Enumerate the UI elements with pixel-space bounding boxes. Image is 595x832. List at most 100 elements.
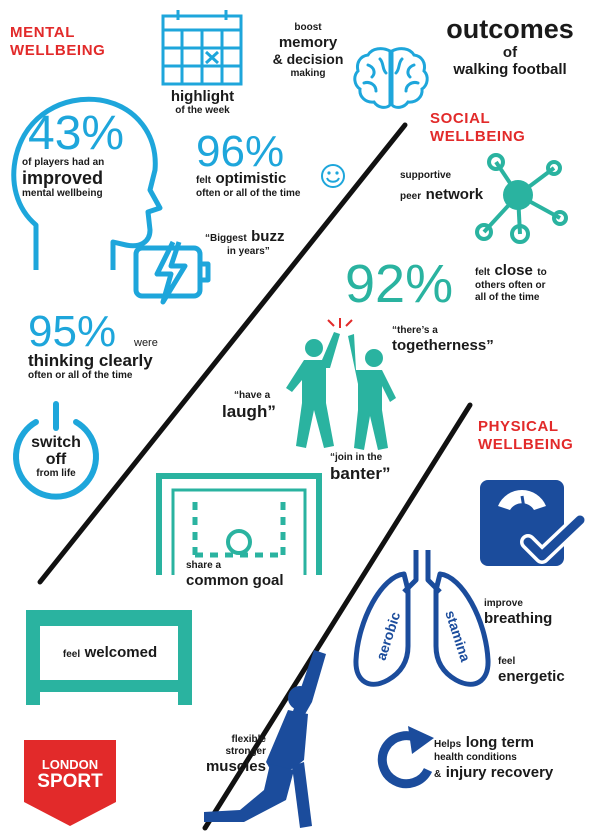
muscles-line3: muscles <box>205 758 266 775</box>
divider-line-left <box>37 122 408 585</box>
network-word: network <box>425 186 484 203</box>
optimistic-line2: often or all of the time <box>196 188 301 199</box>
clearly-were: were <box>134 337 158 349</box>
laugh-line2: laugh” <box>222 402 276 421</box>
buzz-word: buzz <box>251 228 285 245</box>
optimistic-percent: 96% <box>196 127 285 176</box>
togetherness-line2: togetherness” <box>392 337 494 354</box>
recovery-arrow-icon <box>377 726 434 789</box>
boost-line1: boost <box>294 22 322 33</box>
energetic-line1: feel <box>498 656 516 667</box>
longterm-amp: & <box>434 769 442 780</box>
lungs-icon <box>353 550 491 687</box>
close-text: felt close to others often or all of the… <box>475 262 595 304</box>
improved-line2: improved <box>22 168 104 188</box>
improved-line1: of players had an <box>22 157 105 168</box>
network-pre: peer <box>400 191 422 202</box>
physical-heading: PHYSICAL WELLBEING <box>478 418 573 454</box>
goal-icon <box>156 473 322 575</box>
longterm-line2: health conditions <box>434 752 517 763</box>
switch-line2: off <box>45 451 67 468</box>
network-icon <box>475 153 568 244</box>
boost-line3: & decision <box>272 51 344 67</box>
title-line3: walking football <box>453 61 567 78</box>
network-line1: supportive <box>400 170 452 181</box>
banter-line1: “join in the <box>330 452 383 463</box>
long-term-text: Helps long term health conditions & inju… <box>434 734 594 782</box>
close-to: to <box>537 267 547 278</box>
logo-line1: LONDON <box>41 757 99 772</box>
close-percent: 92% <box>345 254 454 314</box>
breathing-text: improve breathing <box>484 598 589 627</box>
smiley-icon <box>321 164 345 188</box>
mental-heading-line2: WELLBEING <box>10 42 106 59</box>
breathing-line1: improve <box>484 598 523 609</box>
close-line2: others often or <box>475 280 546 291</box>
power-icon <box>13 401 99 500</box>
battery-icon <box>133 240 211 305</box>
improved-line3: mental wellbeing <box>22 188 103 199</box>
boost-line2: memory <box>278 34 338 51</box>
longterm-line3: injury recovery <box>445 764 554 781</box>
optimistic-prefix: felt <box>196 175 211 186</box>
physical-heading-line2: WELLBEING <box>478 436 574 453</box>
highlight-line1: highlight <box>170 88 235 105</box>
switch-off-text: switch off from life <box>14 434 98 480</box>
switch-line1: switch <box>31 434 81 451</box>
goal-line1: share a <box>186 560 222 571</box>
welcomed-pre: feel <box>62 649 81 660</box>
social-heading: SOCIAL WELLBEING <box>430 110 525 146</box>
switch-line3: from life <box>36 468 76 479</box>
laugh-text: “have a laugh” <box>222 390 302 421</box>
logo-line2: SPORT <box>37 771 103 792</box>
energetic-text: feel energetic <box>498 656 593 685</box>
calendar-icon <box>161 10 243 86</box>
optimistic-word: optimistic <box>215 170 287 187</box>
buzz-text: “Biggest buzz in years” <box>205 228 320 258</box>
mental-heading: MENTAL WELLBEING <box>10 24 105 60</box>
highlight-text: highlight of the week <box>150 88 255 117</box>
highlight-line2: of the week <box>175 105 230 116</box>
buzz-pre: “Biggest <box>205 233 247 244</box>
scales-icon <box>480 480 588 566</box>
clearly-line2: often or all of the time <box>28 370 133 381</box>
divider-line-right <box>202 402 473 831</box>
boost-memory-text: boost memory & decision making <box>258 22 358 80</box>
title-line1: outcomes <box>446 14 574 44</box>
welcome-sign-icon <box>26 610 192 705</box>
energetic-line2: energetic <box>498 668 565 685</box>
common-goal-text: share a common goal <box>186 560 326 589</box>
stretching-person-icon <box>204 650 326 828</box>
clearly-text: thinking clearly often or all of the tim… <box>28 351 198 382</box>
clearly-percent: 95% <box>28 307 117 356</box>
togetherness-text: “there’s a togetherness” <box>392 325 542 354</box>
page-title: outcomes of walking football <box>430 14 590 78</box>
physical-heading-line1: PHYSICAL <box>478 418 559 435</box>
boost-line4: making <box>290 68 326 79</box>
logo-text: LONDON SPORT <box>24 758 116 792</box>
brain-icon <box>353 47 429 109</box>
togetherness-line1: “there’s a <box>392 325 438 336</box>
goal-line2: common goal <box>186 572 284 589</box>
network-text: supportive peer network <box>400 170 510 204</box>
close-pre: felt <box>475 267 490 278</box>
social-heading-line1: SOCIAL <box>430 110 491 127</box>
muscles-text: flexible stronger muscles <box>186 734 266 775</box>
breathing-line2: breathing <box>484 610 553 627</box>
laugh-line1: “have a <box>234 390 271 401</box>
longterm-word: long term <box>465 734 535 751</box>
welcomed-word: welcomed <box>84 644 158 661</box>
welcomed-text: feel welcomed <box>40 644 180 662</box>
head-icon <box>11 96 163 270</box>
banter-text: “join in the banter” <box>330 452 440 483</box>
london-sport-logo <box>24 740 116 826</box>
muscles-line1: flexible <box>231 734 266 745</box>
improved-text: of players had an improved mental wellbe… <box>22 157 152 200</box>
muscles-line2: stronger <box>225 746 266 757</box>
improved-percent: 43% <box>28 107 125 160</box>
longterm-pre: Helps <box>434 739 462 750</box>
close-word: close <box>494 262 533 279</box>
banter-line2: banter” <box>330 464 391 483</box>
